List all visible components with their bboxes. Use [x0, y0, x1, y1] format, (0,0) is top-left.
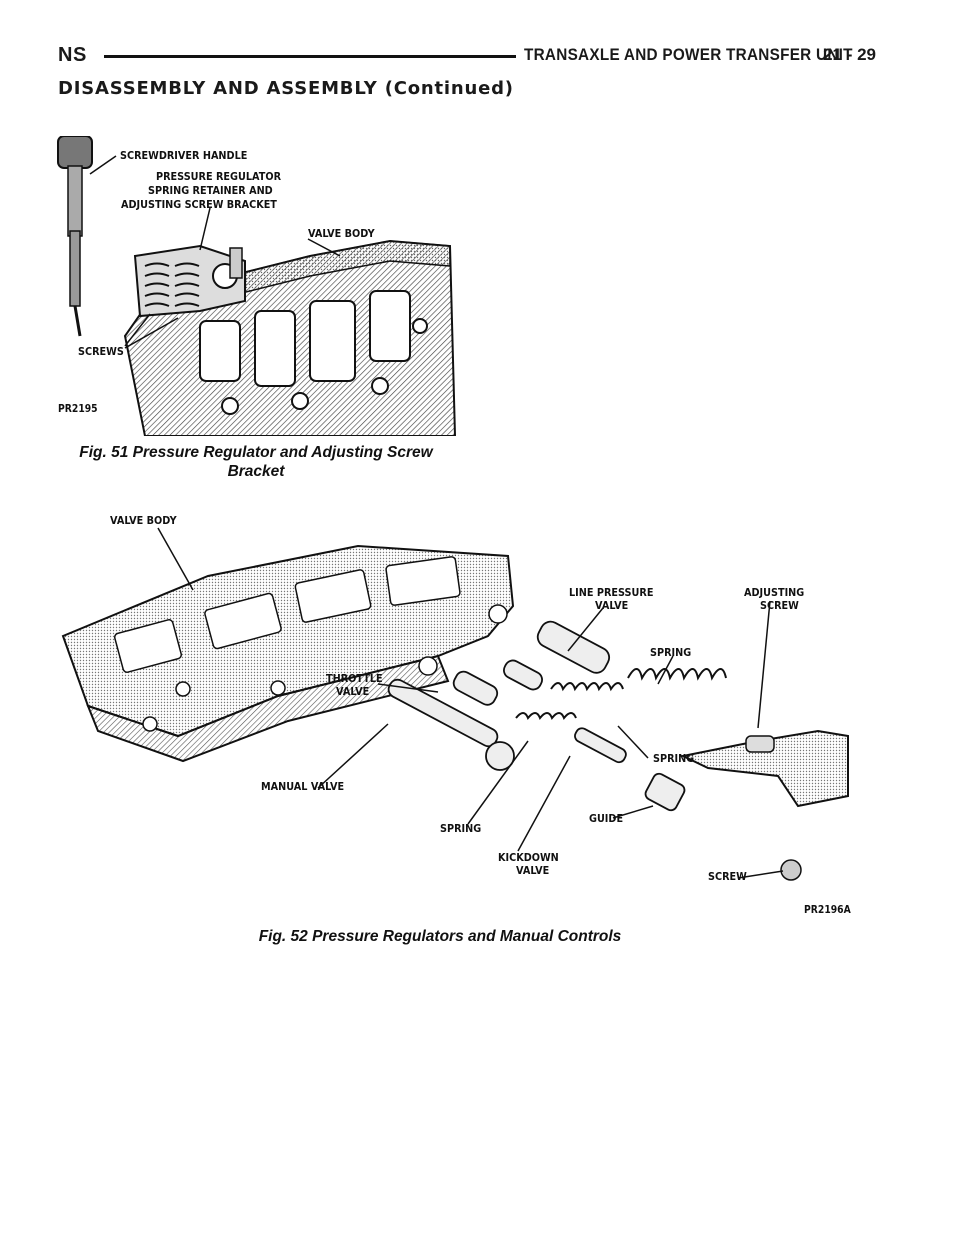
label-pressure-regulator-line1: PRESSURE REGULATOR — [156, 170, 282, 183]
label-kickdown-valve-line2: VALVE — [516, 864, 550, 877]
header-model-code: NS — [58, 44, 87, 66]
label-manual-valve: MANUAL VALVE — [261, 780, 345, 793]
figure-51-caption-line2: Bracket — [227, 463, 285, 480]
label-valve-body: VALVE BODY — [308, 227, 375, 240]
figure-51-caption-line1: Fig. 51 Pressure Regulator and Adjusting… — [79, 444, 433, 461]
label-screwdriver-handle: SCREWDRIVER HANDLE — [120, 149, 248, 162]
label-valve-body: VALVE BODY — [110, 514, 177, 527]
label-adjusting-screw-line1: ADJUSTING — [744, 586, 805, 599]
label-line-pressure-line1: LINE PRESSURE — [569, 586, 654, 599]
exploded-valve-drawing — [61, 527, 849, 881]
section-heading: DISASSEMBLY AND ASSEMBLY (Continued) — [58, 78, 514, 99]
label-spring-mid: SPRING — [653, 752, 695, 765]
figure-52-code: PR2196A — [804, 904, 851, 916]
label-kickdown-valve-line1: KICKDOWN — [498, 851, 559, 864]
valve-body-bracket-drawing — [57, 135, 457, 437]
label-throttle-valve-line1: THROTTLE — [326, 672, 383, 685]
label-throttle-valve-line2: VALVE — [336, 685, 370, 698]
figure-52-caption: Fig. 52 Pressure Regulators and Manual C… — [258, 928, 622, 945]
label-adjusting-screw-line2: SCREW — [760, 599, 799, 612]
page-number: 21 - 29 — [823, 45, 876, 64]
header-rule — [104, 55, 516, 58]
figure-51-code: PR2195 — [58, 403, 98, 415]
figure-51-caption: Fig. 51 Pressure Regulator and Adjusting… — [56, 443, 456, 481]
label-pressure-regulator-line3: ADJUSTING SCREW BRACKET — [121, 198, 277, 211]
label-guide: GUIDE — [589, 812, 624, 825]
page-header: NS TRANSAXLE AND POWER TRANSFER UNIT 21 … — [58, 44, 876, 68]
label-pressure-regulator-line2: SPRING RETAINER AND — [148, 184, 273, 197]
label-spring-bottom: SPRING — [440, 822, 482, 835]
label-line-pressure-line2: VALVE — [595, 599, 629, 612]
header-title: TRANSAXLE AND POWER TRANSFER UNIT — [524, 45, 853, 64]
label-screw: SCREW — [708, 870, 747, 883]
figure-51-illustration: SCREWDRIVER HANDLE PRESSURE REGULATOR SP… — [50, 135, 460, 437]
figure-52-illustration: VALVE BODY LINE PRESSURE VALVE ADJUSTING… — [58, 506, 900, 924]
label-screws: SCREWS — [78, 345, 124, 358]
label-spring-top: SPRING — [650, 646, 692, 659]
